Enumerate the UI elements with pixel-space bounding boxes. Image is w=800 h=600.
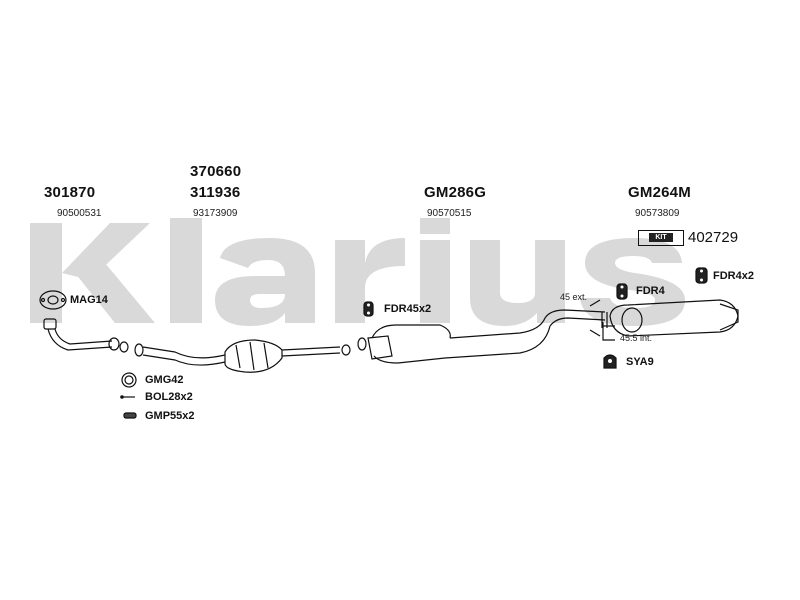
fdr4x2-hanger-icon bbox=[695, 267, 708, 284]
rear-silencer-drawing bbox=[589, 299, 739, 341]
catalytic-converter-drawing bbox=[134, 339, 351, 373]
dimension-ext: 45 ext. bbox=[560, 292, 588, 302]
part-number-2-top: 370660 bbox=[190, 163, 242, 180]
label-bol28x2: BOL28x2 bbox=[145, 391, 193, 403]
label-mag14: MAG14 bbox=[70, 294, 108, 306]
part-number-2: 311936 bbox=[190, 184, 241, 201]
oe-number-3: 90570515 bbox=[427, 208, 472, 219]
part-number-3: GM286G bbox=[424, 184, 487, 201]
fdr45-hanger-icon bbox=[363, 301, 374, 317]
oe-number-2: 93173909 bbox=[193, 208, 238, 219]
front-pipe-drawing bbox=[43, 318, 129, 353]
part-number-4: GM264M bbox=[628, 184, 691, 201]
sya9-clamp-icon bbox=[603, 354, 617, 369]
label-sya9: SYA9 bbox=[626, 356, 654, 368]
kit-label: KIT bbox=[649, 233, 673, 242]
bol28-bolt-icon bbox=[120, 395, 135, 399]
label-fdr45x2: FDR45x2 bbox=[384, 303, 432, 315]
label-gmp55x2: GMP55x2 bbox=[145, 410, 195, 422]
kit-box: KIT bbox=[638, 230, 684, 246]
gmp55-gasket-icon bbox=[123, 412, 137, 419]
dimension-int: 45.5 int. bbox=[620, 333, 653, 343]
klarius-watermark bbox=[30, 218, 685, 326]
mag14-gasket-icon bbox=[39, 290, 67, 310]
part-number-1: 301870 bbox=[44, 184, 96, 201]
oe-number-1: 90500531 bbox=[57, 208, 102, 219]
fdr4-hanger-icon bbox=[616, 283, 628, 300]
label-fdr4: FDR4 bbox=[636, 285, 665, 297]
label-gmg42: GMG42 bbox=[145, 374, 184, 386]
kit-number: 402729 bbox=[688, 229, 739, 246]
label-fdr4x2: FDR4x2 bbox=[713, 270, 754, 282]
oe-number-4: 90573809 bbox=[635, 208, 680, 219]
gmg42-ring-icon bbox=[121, 372, 137, 388]
centre-silencer-drawing bbox=[357, 309, 606, 364]
